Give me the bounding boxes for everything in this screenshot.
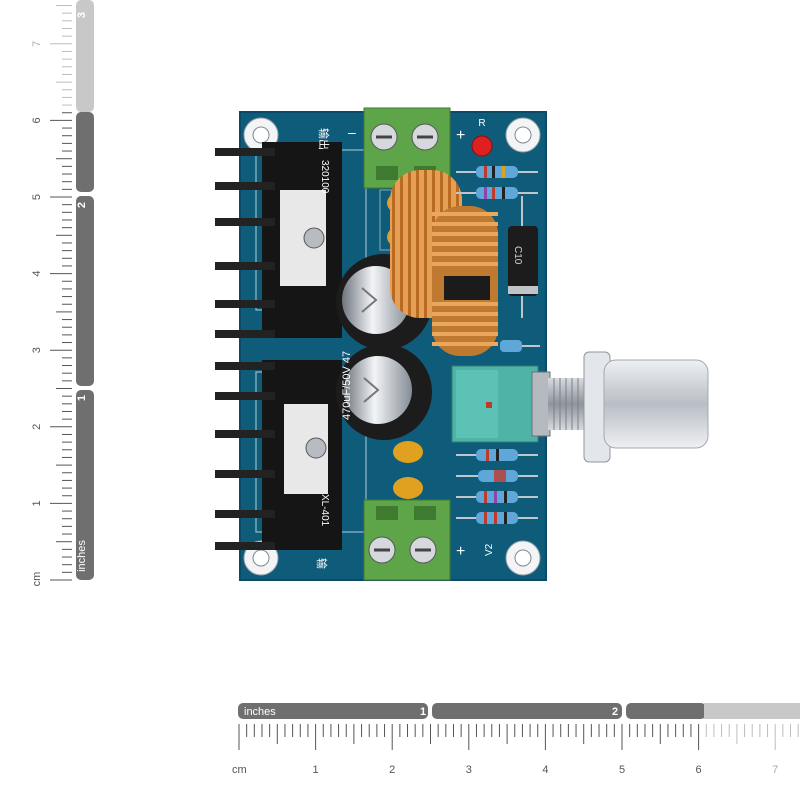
ruler-h-light-segment (704, 703, 800, 719)
chip-screw-bottom (305, 437, 327, 459)
input-label: 输 (315, 558, 329, 569)
plus-terminal-top-label: + (456, 127, 465, 144)
chip-screw-top (303, 227, 325, 249)
pot-label: V2 (484, 543, 495, 556)
ruler-h-cm-labels: 1 2 3 4 5 6 7 (313, 764, 779, 776)
ruler-h-cm-label-3: 3 (466, 764, 472, 776)
schottky-diode: C10 (508, 196, 538, 318)
ruler-v-seg-2 (76, 112, 94, 192)
ruler-v-inch-2: 2 (76, 202, 88, 208)
capacitor-marking: 470uF/50V 47 (341, 351, 353, 420)
ruler-h-ticks (238, 724, 799, 750)
minus-terminal-label: – (348, 124, 356, 140)
ceramic-cap-3 (393, 441, 423, 463)
ruler-v-cm-label-4: 4 (31, 271, 43, 277)
ruler-v-cm-label-5: 5 (31, 194, 43, 200)
ruler-h-inches-label: inches (244, 706, 276, 718)
potentiometer (451, 351, 709, 463)
ruler-h-cm-label: cm (232, 764, 247, 776)
ruler-v-cm-labels: 1 2 3 4 5 6 7 (31, 41, 43, 507)
ruler-h-cm-label-4: 4 (542, 764, 548, 776)
electrolytic-capacitor-bottom (336, 344, 432, 440)
ruler-v-inches-label: inches (76, 540, 88, 572)
diode-marking: C10 (512, 246, 523, 265)
horizontal-ruler: inches 1 2 cm 1 2 3 4 5 6 7 (232, 703, 800, 776)
inductor-core (444, 276, 490, 300)
ruler-h-cm-label-6: 6 (696, 764, 702, 776)
ruler-h-cm-label-7: 7 (772, 764, 778, 776)
ceramic-cap-4 (393, 477, 423, 499)
ruler-v-seg-1 (76, 196, 94, 386)
pot-knob (603, 359, 709, 449)
chip-bottom-marking: XL-401 (319, 494, 330, 527)
mounting-hole-bottom-right (505, 540, 541, 576)
ruler-h-seg-0 (238, 703, 428, 719)
ruler-v-cm-label-2: 2 (31, 424, 43, 430)
ruler-v-cm-label-1: 1 (31, 500, 43, 506)
resistor-4 (456, 449, 538, 461)
resistor-1 (456, 166, 538, 178)
mounting-hole-top-right (505, 117, 541, 153)
resistor-3 (500, 340, 540, 352)
heatsink-bottom: XL-401 (215, 360, 342, 550)
ruler-v-cm-label: cm (31, 572, 43, 587)
ruler-v-cm-label-6: 6 (31, 117, 43, 123)
input-terminal-block (363, 499, 451, 581)
resistor-6 (456, 491, 538, 503)
ruler-v-light-segment (76, 0, 94, 112)
ruler-v-seg-0 (76, 390, 94, 580)
ruler-h-inch-1: 1 (420, 706, 426, 718)
led-label: R (478, 118, 485, 129)
ruler-h-inch-2: 2 (612, 706, 618, 718)
ruler-v-ticks (50, 5, 72, 581)
ruler-h-seg-2 (626, 703, 706, 719)
ruler-v-inch-1: 1 (76, 395, 88, 401)
resistors (456, 166, 540, 524)
inductor-coil (390, 170, 498, 356)
ruler-h-cm-label-2: 2 (389, 764, 395, 776)
resistor-2 (456, 187, 538, 199)
ruler-h-cm-label-1: 1 (313, 764, 319, 776)
chip-top-marking: 320100 (319, 160, 330, 194)
output-label: 输出 (317, 128, 331, 150)
ruler-v-cm-label-7: 7 (31, 41, 43, 47)
buck-converter-board: 320100 XL-401 – (215, 107, 709, 581)
resistor-5 (456, 470, 538, 482)
ruler-h-cm-label-5: 5 (619, 764, 625, 776)
power-led (471, 135, 493, 157)
ruler-v-inch-3: 3 (76, 12, 88, 18)
plus-terminal-bottom-label: + (456, 543, 465, 560)
vertical-ruler: 3 2 1 inches cm 1 2 3 4 5 6 7 (31, 0, 94, 586)
resistor-7 (456, 512, 538, 524)
ruler-h-seg-1 (432, 703, 622, 719)
ruler-v-cm-label-3: 3 (31, 347, 43, 353)
heatsink-top: 320100 (215, 142, 342, 338)
